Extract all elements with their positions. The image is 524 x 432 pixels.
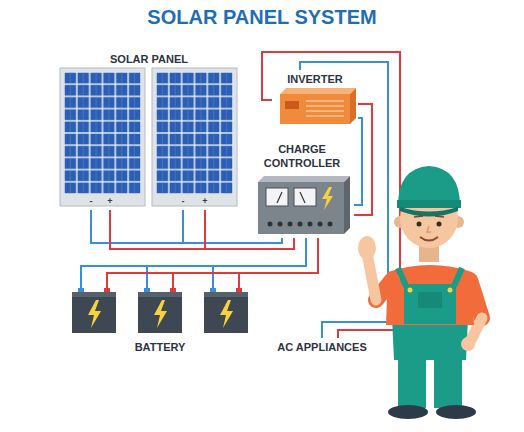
wire xyxy=(91,210,282,243)
terminal-sign: + xyxy=(202,197,207,206)
solar-panel-group: SOLAR PANEL xyxy=(56,50,242,210)
charge-controller-box: CHARGE CONTROLLER xyxy=(250,140,354,238)
wire xyxy=(354,104,372,215)
inverter-drawing xyxy=(280,88,356,124)
node-label: BATTERY xyxy=(135,340,186,354)
wire-connector xyxy=(354,104,372,215)
wire-connector xyxy=(81,238,318,288)
inverter-box: INVERTER xyxy=(272,70,358,128)
terminal-sign: + xyxy=(107,197,112,206)
controller-drawing xyxy=(258,176,350,234)
wire xyxy=(182,210,184,243)
battery-bank: BATTERY xyxy=(66,288,254,356)
solar-panels xyxy=(60,68,237,206)
ac-appliances: AC APPLIANCES xyxy=(262,338,382,356)
diagram-title: SOLAR PANEL SYSTEM xyxy=(0,6,524,29)
battery-drawing xyxy=(72,288,248,333)
node-label: CHARGE CONTROLLER xyxy=(252,142,352,170)
node-label: AC APPLIANCES xyxy=(277,340,366,354)
wire xyxy=(204,210,206,249)
terminal-sign: - xyxy=(182,197,185,206)
wire xyxy=(81,238,306,288)
battery-stubs xyxy=(147,266,239,289)
wire xyxy=(107,238,318,288)
node-label: SOLAR PANEL xyxy=(110,52,188,66)
worker-figure xyxy=(358,166,482,419)
terminal-sign: - xyxy=(90,197,93,206)
node-label: INVERTER xyxy=(287,72,343,86)
wire xyxy=(354,118,362,205)
